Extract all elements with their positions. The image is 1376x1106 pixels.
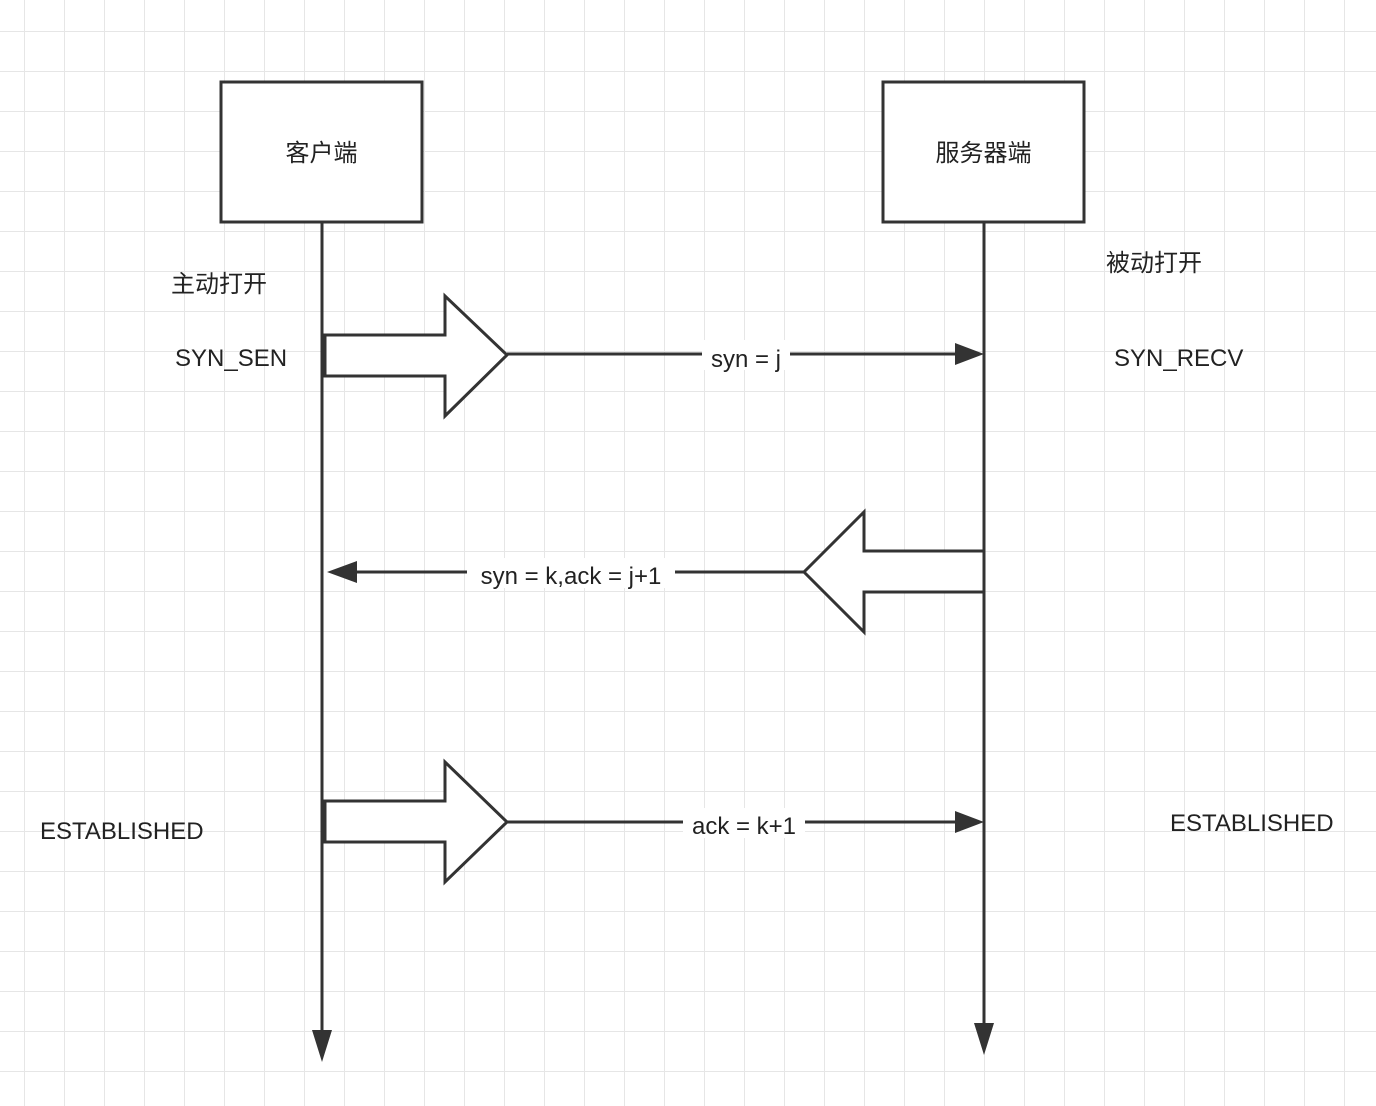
client-state-established: ESTABLISHED xyxy=(40,818,204,845)
server-label: 服务器端 xyxy=(936,139,1032,167)
client-state-active-open: 主动打开 xyxy=(171,270,267,298)
client-label: 客户端 xyxy=(286,139,358,167)
client-participant[interactable]: 客户端 xyxy=(219,80,424,224)
server-participant[interactable]: 服务器端 xyxy=(881,80,1086,224)
message-syn-ack-label-bg xyxy=(467,558,675,588)
client-state-syn-sent: SYN_SEN xyxy=(175,345,287,372)
server-state-passive-open: 被动打开 xyxy=(1106,249,1202,277)
server-state-established: ESTABLISHED xyxy=(1170,810,1334,837)
server-lifeline-arrow xyxy=(974,1023,994,1055)
message-ack-label: ack = k+1 xyxy=(692,813,796,840)
message-syn[interactable]: syn = j xyxy=(507,340,984,373)
message-ack-label-bg xyxy=(683,808,805,838)
message-syn-arrowhead xyxy=(955,343,984,365)
message-syn-label: syn = j xyxy=(711,346,781,373)
block-arrow-ack[interactable] xyxy=(323,758,510,886)
message-ack[interactable]: ack = k+1 xyxy=(507,808,984,840)
server-state-syn-recv: SYN_RECV xyxy=(1114,345,1243,372)
message-syn-label-bg xyxy=(702,340,790,370)
server-box[interactable] xyxy=(881,80,1086,224)
block-arrow-syn[interactable] xyxy=(323,292,510,420)
message-syn-ack[interactable]: syn = k,ack = j+1 xyxy=(327,558,804,590)
message-ack-arrowhead xyxy=(955,811,984,833)
message-syn-ack-arrowhead xyxy=(327,561,357,583)
client-lifeline-arrow xyxy=(312,1030,332,1062)
block-arrow-syn-ack[interactable] xyxy=(801,508,986,636)
message-syn-ack-label: syn = k,ack = j+1 xyxy=(481,563,662,590)
client-box[interactable] xyxy=(219,80,424,224)
